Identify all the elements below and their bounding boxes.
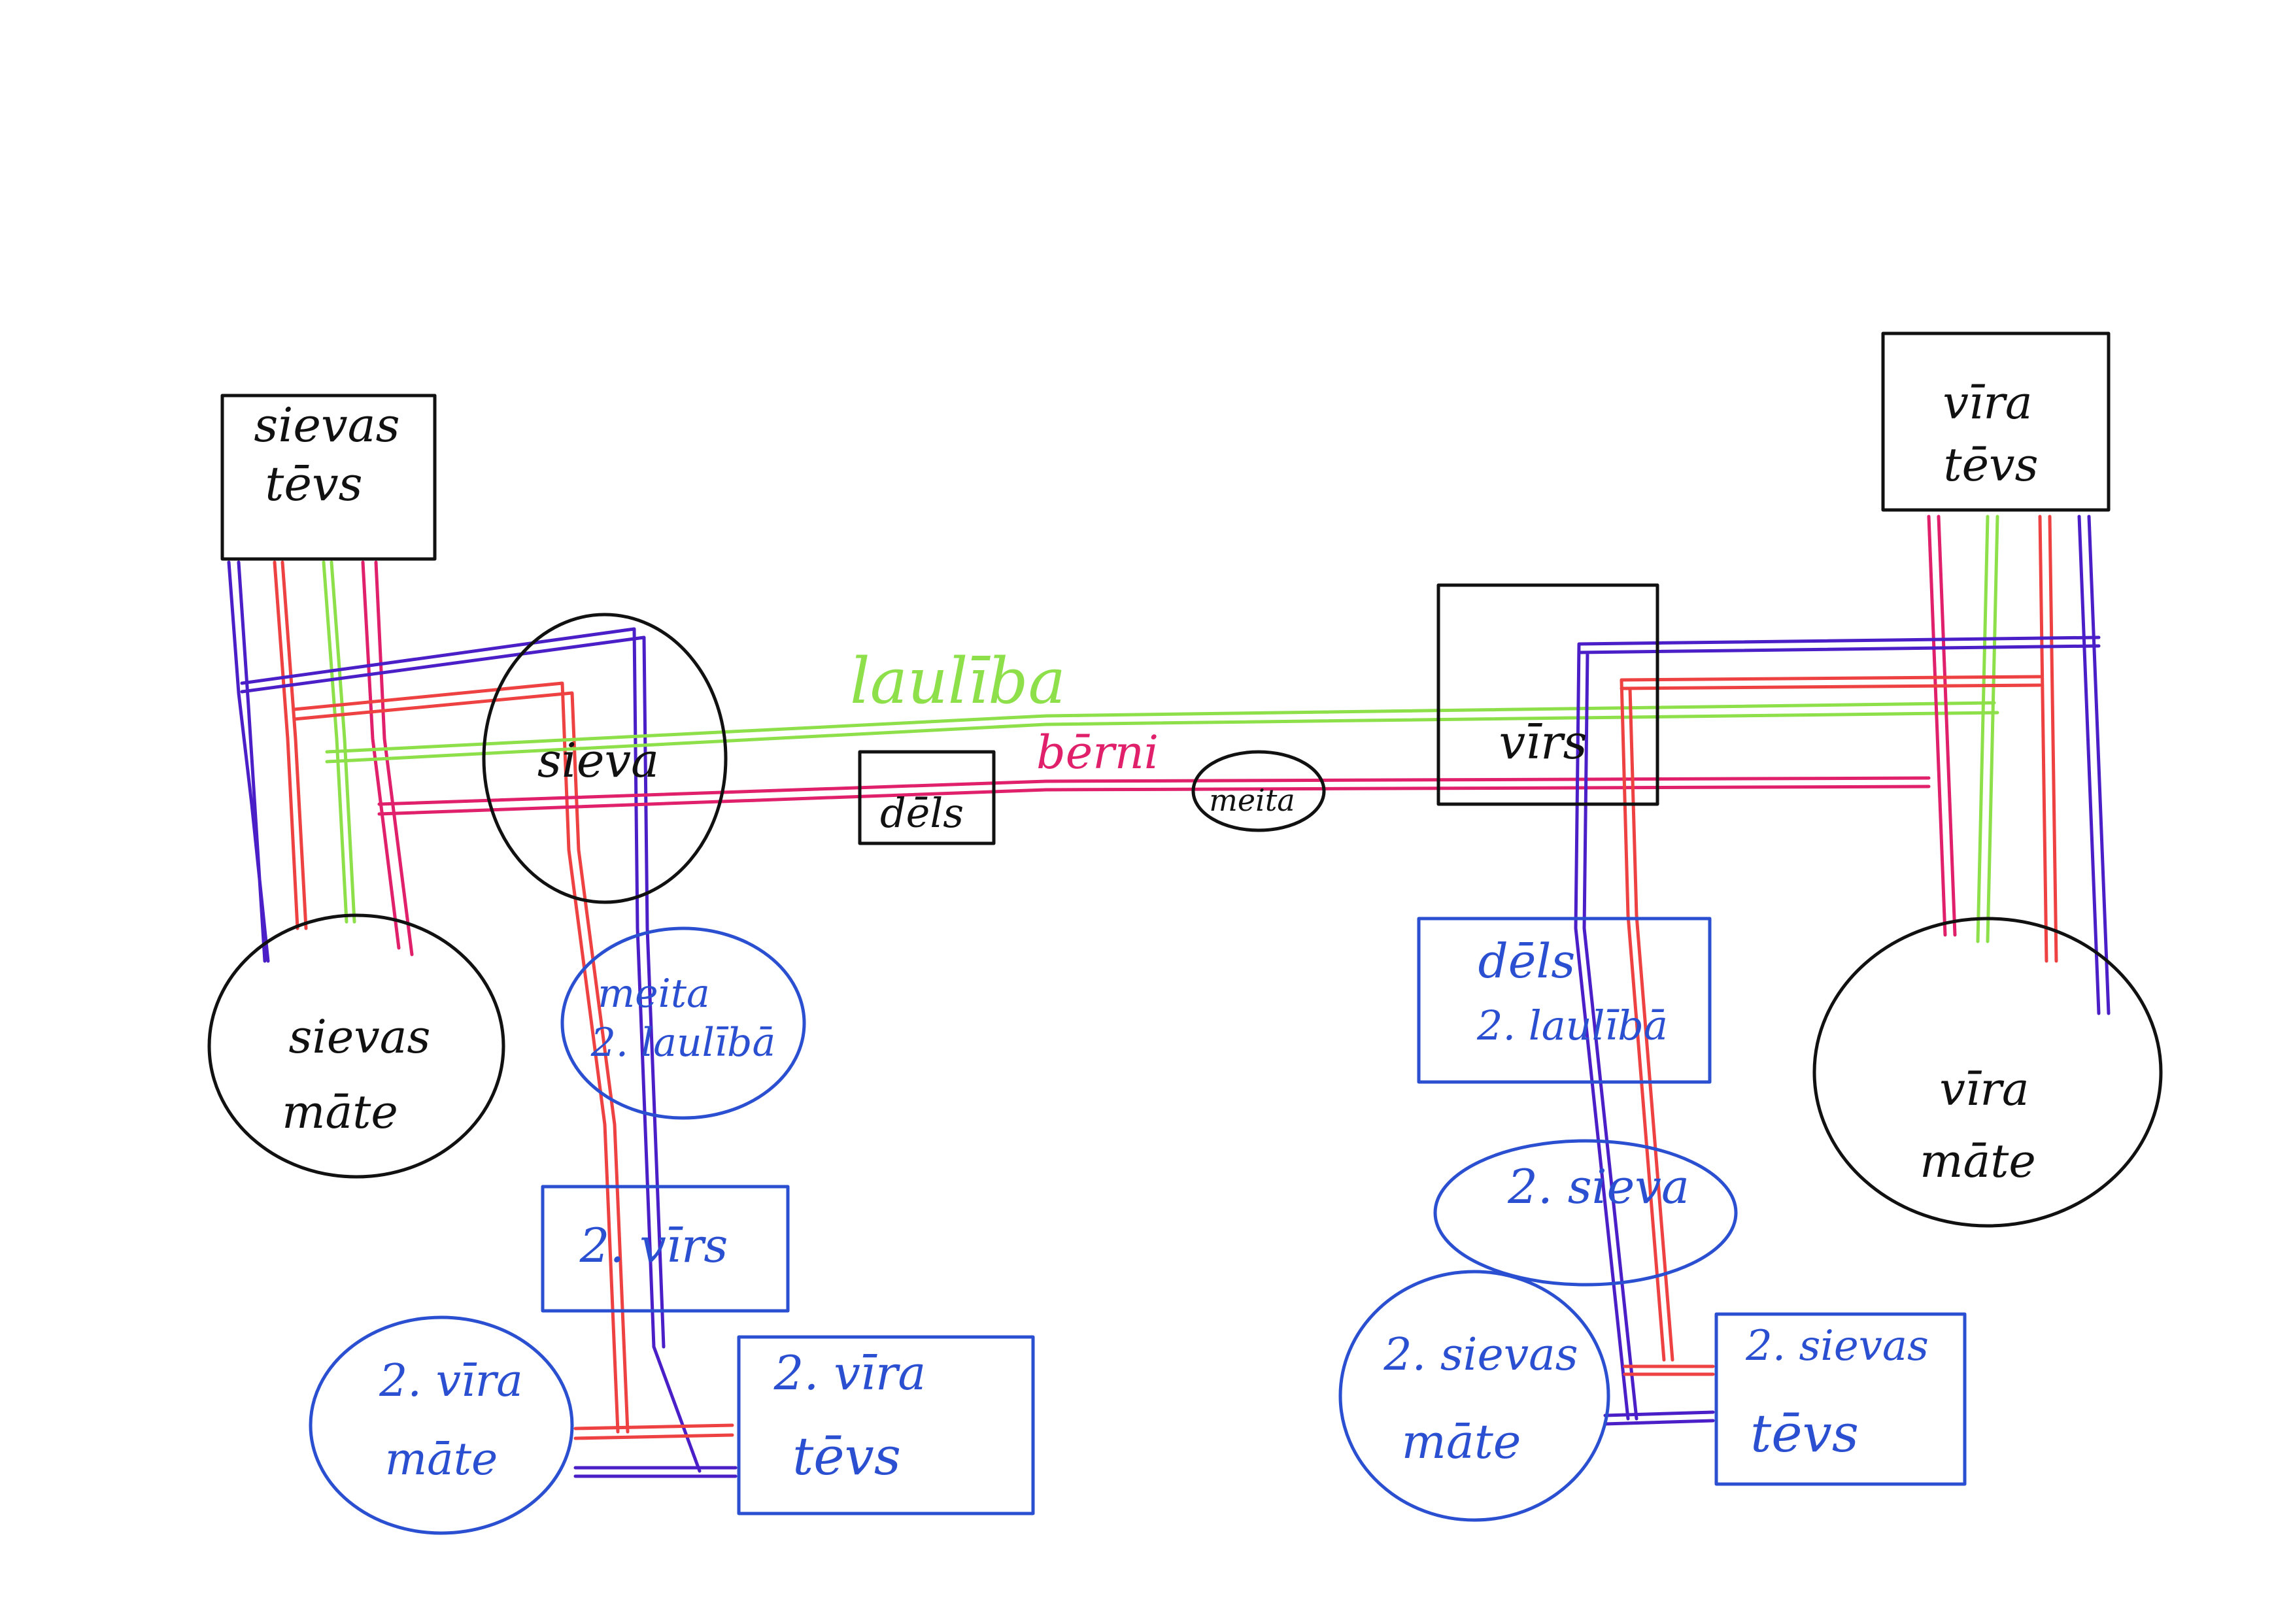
label-meita-small: meita xyxy=(1209,783,1295,818)
label-sievas-2-mate-2: māte xyxy=(1402,1414,1521,1469)
line-red-sievas-to-sieva xyxy=(292,681,630,1434)
node-vira-2-tevs xyxy=(737,1335,1035,1515)
label-meita-2-laulība-2: 2. laulībā xyxy=(590,1020,775,1066)
line-red-left-parents xyxy=(273,560,308,930)
line-purple-vira-to-virs xyxy=(1574,635,2101,1421)
node-meita-2-laulība xyxy=(560,926,806,1120)
line-magenta-right-parents xyxy=(1927,515,1957,937)
label-dels-2-laulība-2: 2. laulībā xyxy=(1476,1002,1668,1049)
line-red-right-bottom-join xyxy=(1623,1364,1715,1376)
line-red-right-parents xyxy=(2038,515,2058,963)
line-purple-right-parents xyxy=(2077,515,2111,1015)
connector-lines xyxy=(227,515,2111,1478)
label-bērni: bērni xyxy=(1036,726,1159,779)
label-vira-tevs-2: tēvs xyxy=(1943,438,2038,492)
line-purple-right-bottom-join xyxy=(1603,1410,1715,1426)
label-dels-2-laulība-1: dēls xyxy=(1478,934,1576,989)
node-sieva xyxy=(482,613,728,904)
node-dels-small xyxy=(858,750,996,845)
line-purple-sievas-to-sieva xyxy=(240,627,702,1473)
label-sievas-mate-2: māte xyxy=(282,1085,398,1139)
line-magenta-left-parents xyxy=(361,560,414,956)
label-virs-2: 2. vīrs xyxy=(579,1218,728,1273)
label-sievas-2-tevs-2: tēvs xyxy=(1750,1403,1859,1464)
line-green-left-parents xyxy=(322,560,356,924)
node-dels-2-laulība xyxy=(1417,917,1712,1084)
label-vira-mate-2: māte xyxy=(1920,1134,2036,1188)
line-magenta-bērni xyxy=(377,776,1931,816)
line-green-laulība xyxy=(325,701,1999,764)
node-sievas-2-tevs xyxy=(1714,1312,1967,1486)
line-green-right-parents xyxy=(1976,515,1999,943)
label-sieva: sieva xyxy=(537,733,659,788)
label-vira-tevs-1: vīra xyxy=(1943,376,2032,430)
line-red-left-bottom-join xyxy=(573,1423,734,1440)
node-sievas-tevs xyxy=(220,394,437,561)
label-sievas-tevs-2: tēvs xyxy=(265,456,362,511)
line-purple-left-parents xyxy=(227,560,270,963)
node-meita-small xyxy=(1191,750,1326,832)
label-vira-2-mate-1: 2. vīra xyxy=(379,1355,523,1407)
label-sieva-2: 2. sieva xyxy=(1507,1159,1689,1214)
label-vira-mate-1: vīra xyxy=(1939,1062,2029,1116)
label-dels-small: dēls xyxy=(880,789,964,837)
node-vira-2-mate xyxy=(309,1315,574,1535)
label-meita-2-laulība-1: meita xyxy=(598,971,709,1017)
label-sievas-2-mate-1: 2. sievas xyxy=(1383,1329,1578,1381)
label-laulība: laulība xyxy=(850,645,1066,718)
node-virs xyxy=(1436,583,1659,806)
node-vira-mate xyxy=(1812,917,2163,1228)
line-red-vira-to-virs xyxy=(1620,675,2042,1362)
label-vira-2-mate-2: māte xyxy=(385,1434,498,1485)
label-sievas-tevs-1: sievas xyxy=(254,398,399,452)
node-vira-tevs xyxy=(1881,331,2111,512)
label-sievas-2-tevs-1: 2. sievas xyxy=(1745,1322,1929,1370)
line-purple-left-bottom-join xyxy=(573,1466,738,1478)
node-sievas-mate xyxy=(207,913,505,1179)
label-virs: vīrs xyxy=(1499,715,1587,770)
label-vira-2-tevs-1: 2. vīra xyxy=(773,1345,926,1400)
label-sievas-mate-1: sievas xyxy=(289,1010,431,1064)
node-virs-2 xyxy=(541,1185,790,1313)
node-sievas-2-mate xyxy=(1338,1270,1610,1522)
label-vira-2-tevs-2: tēvs xyxy=(792,1426,901,1487)
node-sieva-2 xyxy=(1433,1139,1738,1287)
